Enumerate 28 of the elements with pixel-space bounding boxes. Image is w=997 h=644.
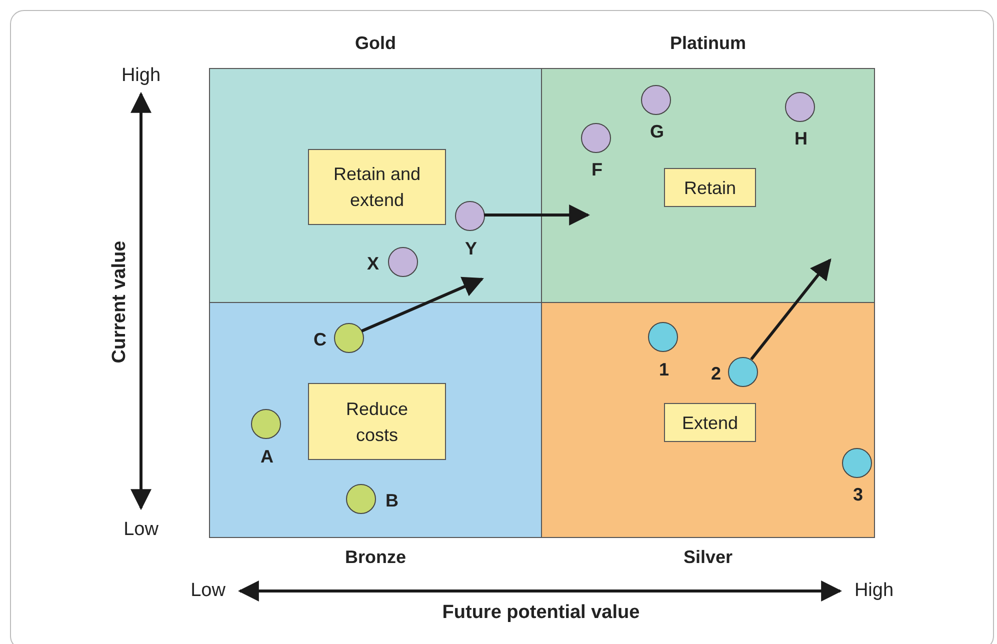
strategy-box: Extend bbox=[664, 403, 756, 442]
point-label: G bbox=[650, 122, 664, 142]
quadrant-heading: Platinum bbox=[668, 33, 747, 54]
axis-title: Future potential value bbox=[442, 602, 640, 624]
axis-title: Current value bbox=[109, 240, 131, 364]
point-label: 3 bbox=[853, 484, 863, 506]
strategy-box: Retain and extend bbox=[308, 149, 446, 225]
arrow bbox=[750, 258, 832, 360]
quadrant-heading: Bronze bbox=[344, 547, 407, 568]
point-label: C bbox=[314, 330, 326, 350]
point-label: A bbox=[260, 446, 274, 468]
axis-label: High bbox=[854, 580, 894, 602]
strategy-box: Reduce costs bbox=[308, 383, 446, 460]
strategy-box: Retain bbox=[664, 168, 756, 207]
point-label: X bbox=[367, 254, 379, 274]
axis-label: Low bbox=[124, 519, 158, 541]
arrow bbox=[484, 204, 590, 226]
quadrant-heading: Gold bbox=[354, 33, 397, 54]
point-label: F bbox=[592, 160, 602, 180]
point-label: H bbox=[794, 128, 808, 150]
point-label: 2 bbox=[711, 364, 721, 384]
axis-label: High bbox=[121, 65, 161, 87]
quadrant-heading: Silver bbox=[682, 547, 734, 568]
point-label: 1 bbox=[659, 360, 669, 380]
point-label: B bbox=[386, 490, 398, 512]
arrow bbox=[361, 276, 484, 332]
axis-label: Low bbox=[190, 580, 226, 602]
point-label: Y bbox=[465, 238, 477, 260]
